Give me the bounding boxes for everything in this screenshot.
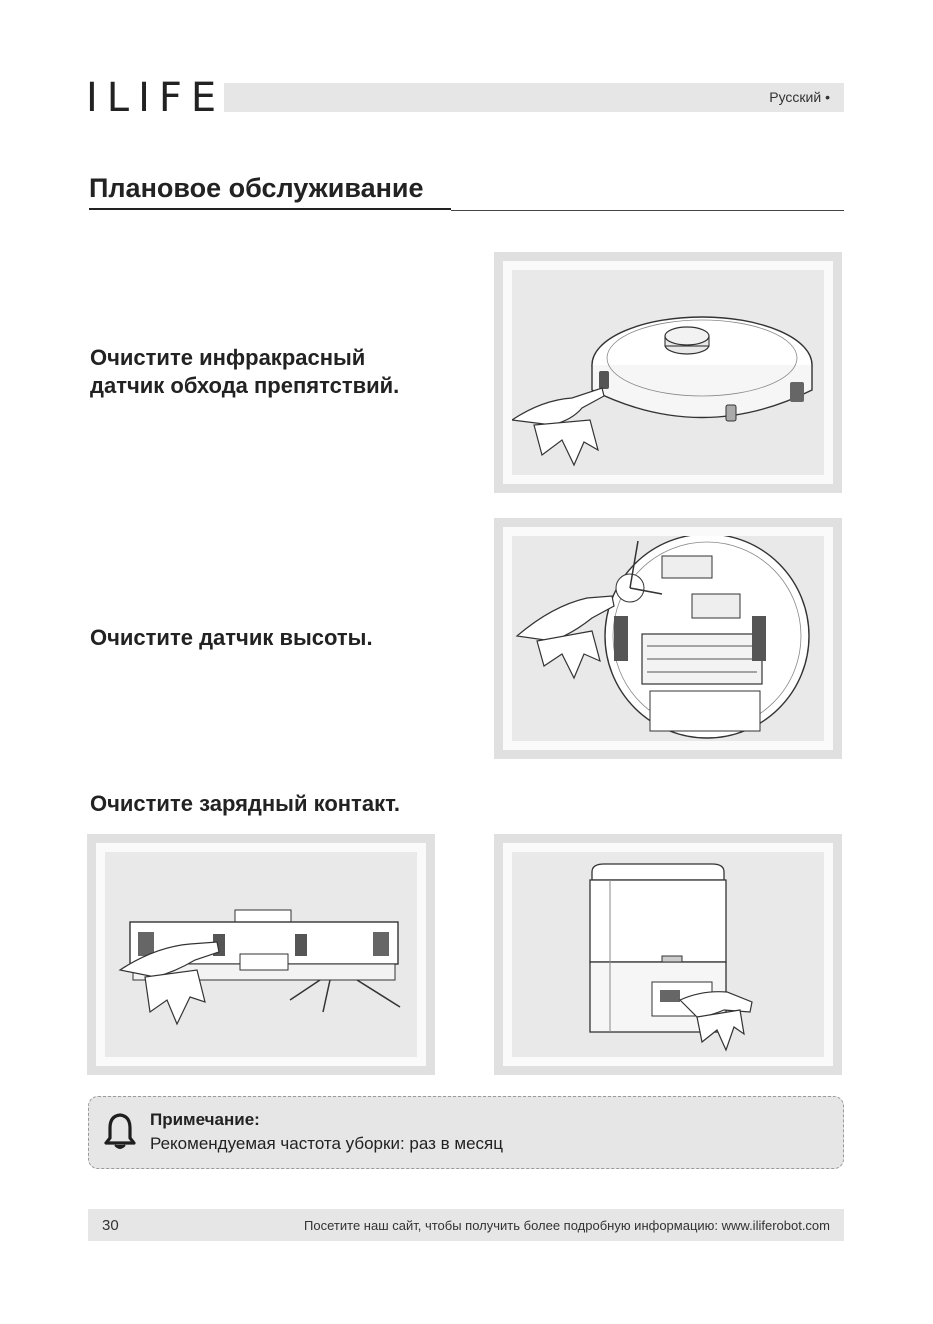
robot-wipe-contact-drawing <box>105 852 417 1057</box>
page-title: Плановое обслуживание <box>89 170 424 206</box>
station-wipe-contact-drawing <box>512 852 824 1057</box>
step-infrared-line1: Очистите инфракрасный <box>90 344 399 372</box>
note-text: Рекомендуемая частота уборки: раз в меся… <box>150 1134 503 1154</box>
robot-contact-illustration <box>105 852 417 1057</box>
step-charging-contact: Очистите зарядный контакт. <box>90 790 400 818</box>
bell-icon <box>103 1112 137 1150</box>
step-infrared-line2: датчик обхода препятствий. <box>90 372 399 400</box>
title-underline <box>89 208 451 210</box>
illustration-frame-cliff <box>494 518 842 759</box>
title-rule <box>451 210 844 211</box>
note-box: Примечание: Рекомендуемая частота уборки… <box>88 1096 844 1169</box>
step-cliff-sensor: Очистите датчик высоты. <box>90 624 373 652</box>
header-bar: Русский • <box>224 83 844 112</box>
illustration-frame-station-contact <box>494 834 842 1075</box>
note-title: Примечание: <box>150 1110 260 1130</box>
brand-logo: ILIFE <box>86 78 225 118</box>
station-contact-illustration <box>512 852 824 1057</box>
robot-wipe-cliff-drawing <box>512 536 824 741</box>
step-infrared-sensor: Очистите инфракрасный датчик обхода преп… <box>90 344 399 400</box>
robot-bottom-illustration <box>512 536 824 741</box>
footer-bar: 30 Посетите наш сайт, чтобы получить бол… <box>88 1209 844 1241</box>
robot-top-illustration <box>512 270 824 475</box>
illustration-frame-robot-contact <box>87 834 435 1075</box>
robot-wipe-sensor-drawing <box>512 270 824 475</box>
footer-text: Посетите наш сайт, чтобы получить более … <box>304 1218 830 1233</box>
language-label: Русский • <box>769 89 830 105</box>
illustration-frame-infrared <box>494 252 842 493</box>
page-number: 30 <box>102 1217 119 1234</box>
